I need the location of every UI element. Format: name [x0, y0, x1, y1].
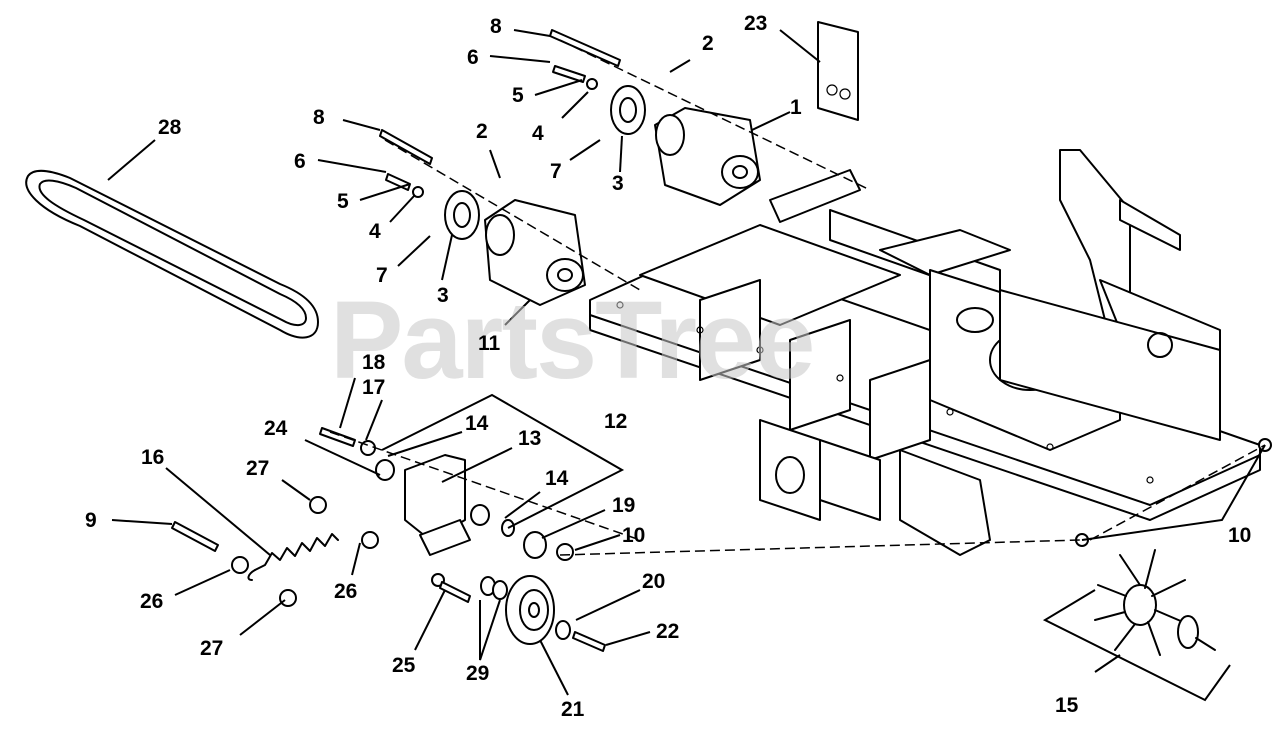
gearbox-lower[interactable] — [484, 199, 586, 306]
tractor-frame — [589, 149, 1261, 556]
bolt-upper[interactable] — [549, 29, 621, 67]
callout-14-lower[interactable]: 14 — [545, 467, 569, 490]
gearbox-label-plate — [817, 21, 859, 121]
callout-5-upper[interactable]: 5 — [512, 84, 524, 107]
callout-21[interactable]: 21 — [561, 698, 585, 721]
callout-labels: 1 2 2 3 3 4 4 5 5 6 6 7 7 8 8 9 10 10 11… — [85, 12, 1251, 721]
callout-27-lower[interactable]: 27 — [200, 637, 223, 660]
idler-washers[interactable] — [480, 576, 571, 640]
callout-28[interactable]: 28 — [158, 116, 182, 139]
drive-belt[interactable] — [25, 170, 319, 339]
callout-23[interactable]: 23 — [744, 12, 767, 35]
cooling-fan[interactable] — [1094, 549, 1216, 656]
callout-29[interactable]: 29 — [466, 662, 489, 685]
callout-10-frame[interactable]: 10 — [1228, 524, 1251, 547]
callout-24[interactable]: 24 — [264, 417, 288, 440]
callout-3-lower[interactable]: 3 — [437, 284, 449, 307]
assembly-centerlines — [329, 39, 1266, 556]
screw-upper[interactable] — [552, 65, 598, 90]
callout-18[interactable]: 18 — [362, 351, 386, 374]
callout-27-upper[interactable]: 27 — [246, 457, 269, 480]
callout-6-lower[interactable]: 6 — [294, 150, 306, 173]
callout-7-lower[interactable]: 7 — [376, 264, 388, 287]
idler-spacer[interactable] — [375, 459, 547, 559]
callout-15[interactable]: 15 — [1055, 694, 1079, 717]
pulley-upper[interactable] — [610, 85, 646, 135]
callout-2-lower[interactable]: 2 — [476, 120, 488, 143]
callout-25[interactable]: 25 — [392, 654, 416, 677]
callout-19[interactable]: 19 — [612, 494, 635, 517]
callout-5-lower[interactable]: 5 — [337, 190, 349, 213]
pulley-bolt[interactable] — [431, 573, 606, 652]
callout-20[interactable]: 20 — [642, 570, 665, 593]
callout-4-lower[interactable]: 4 — [369, 220, 381, 243]
callout-17[interactable]: 17 — [362, 376, 385, 399]
callout-9[interactable]: 9 — [85, 509, 97, 532]
callout-4-upper[interactable]: 4 — [532, 122, 544, 145]
gearbox-upper[interactable] — [654, 107, 761, 206]
eye-bolt[interactable] — [171, 521, 249, 574]
callout-16[interactable]: 16 — [141, 446, 164, 469]
callout-2-upper[interactable]: 2 — [702, 32, 714, 55]
callout-13[interactable]: 13 — [518, 427, 541, 450]
callout-8-upper[interactable]: 8 — [490, 15, 502, 38]
callout-26-right[interactable]: 26 — [334, 580, 357, 603]
tension-spring[interactable] — [247, 533, 339, 581]
callout-6-upper[interactable]: 6 — [467, 46, 479, 69]
callout-3-upper[interactable]: 3 — [612, 172, 624, 195]
idler-bracket[interactable] — [404, 454, 471, 556]
idler-pulley[interactable] — [505, 575, 555, 645]
pulley-lower[interactable] — [444, 190, 480, 240]
bolt-lower[interactable] — [379, 129, 433, 165]
callout-8-lower[interactable]: 8 — [313, 106, 325, 129]
callout-22[interactable]: 22 — [656, 620, 679, 643]
callout-11[interactable]: 11 — [478, 332, 501, 355]
watermark: PartsTree — [330, 279, 813, 402]
leader-lines — [107, 29, 1266, 702]
callout-14-upper[interactable]: 14 — [465, 412, 489, 435]
callout-12[interactable]: 12 — [604, 410, 627, 433]
callout-26-left[interactable]: 26 — [140, 590, 163, 613]
callout-10-idler[interactable]: 10 — [622, 524, 645, 547]
callout-7-upper[interactable]: 7 — [550, 160, 562, 183]
callout-1[interactable]: 1 — [790, 96, 802, 119]
